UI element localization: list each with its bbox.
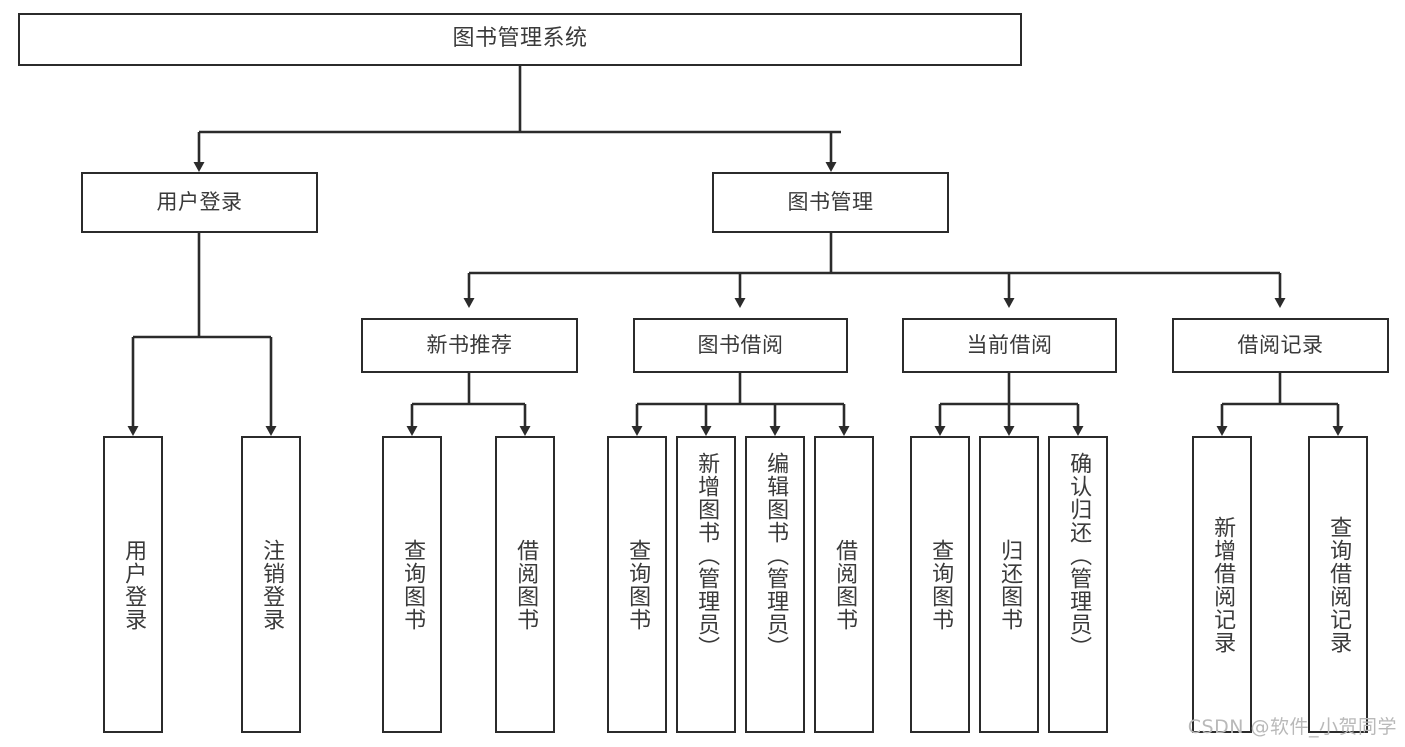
- leaf-label: 查询图书: [400, 538, 426, 631]
- watermark-text: CSDN @软件_小贺同学: [1187, 716, 1397, 738]
- leaf-label: 查询借阅记录: [1326, 515, 1352, 654]
- leaf-label: 借阅图书: [832, 538, 858, 631]
- node-borrow-record[interactable]: 借阅记录: [1172, 318, 1389, 373]
- node-label: 图书管理: [787, 189, 874, 214]
- leaf-borrow-book-newbook[interactable]: 借阅图书: [495, 436, 555, 733]
- leaf-query-book-current[interactable]: 查询图书: [910, 436, 970, 733]
- node-root-book-management-system[interactable]: 图书管理系统: [18, 13, 1022, 66]
- node-book-borrow[interactable]: 图书借阅: [633, 318, 848, 373]
- node-label: 图书管理系统: [452, 26, 588, 52]
- leaf-label: 用户登录: [121, 538, 147, 631]
- leaf-label: 查询图书: [928, 538, 954, 631]
- leaf-query-book-borrow[interactable]: 查询图书: [607, 436, 667, 733]
- leaf-label: 注销登录: [259, 538, 285, 631]
- leaf-edit-book-admin[interactable]: 编辑图书（管理员）: [745, 436, 805, 733]
- leaf-logout[interactable]: 注销登录: [241, 436, 301, 733]
- leaf-label: 新增借阅记录: [1210, 515, 1236, 654]
- node-new-book-recommend[interactable]: 新书推荐: [361, 318, 578, 373]
- node-label: 新书推荐: [426, 332, 513, 357]
- node-label: 借阅记录: [1237, 332, 1324, 357]
- leaf-label: 确认归还（管理员）: [1066, 452, 1092, 659]
- leaf-user-login[interactable]: 用户登录: [103, 436, 163, 733]
- leaf-query-book-newbook[interactable]: 查询图书: [382, 436, 442, 733]
- leaf-label: 新增图书（管理员）: [694, 452, 720, 659]
- node-label: 图书借阅: [697, 332, 784, 357]
- leaf-confirm-return-admin[interactable]: 确认归还（管理员）: [1048, 436, 1108, 733]
- leaf-add-borrow-record[interactable]: 新增借阅记录: [1192, 436, 1252, 733]
- leaf-label: 查询图书: [625, 538, 651, 631]
- leaf-query-borrow-record[interactable]: 查询借阅记录: [1308, 436, 1368, 733]
- leaf-label: 借阅图书: [513, 538, 539, 631]
- node-user-login[interactable]: 用户登录: [81, 172, 318, 233]
- leaf-label: 归还图书: [997, 538, 1023, 631]
- leaf-add-book-admin[interactable]: 新增图书（管理员）: [676, 436, 736, 733]
- leaf-label: 编辑图书（管理员）: [763, 452, 789, 659]
- leaf-borrow-book-borrow[interactable]: 借阅图书: [814, 436, 874, 733]
- node-current-borrow[interactable]: 当前借阅: [902, 318, 1117, 373]
- node-label: 用户登录: [156, 189, 243, 214]
- node-label: 当前借阅: [966, 332, 1053, 357]
- node-book-management[interactable]: 图书管理: [712, 172, 949, 233]
- leaf-return-book[interactable]: 归还图书: [979, 436, 1039, 733]
